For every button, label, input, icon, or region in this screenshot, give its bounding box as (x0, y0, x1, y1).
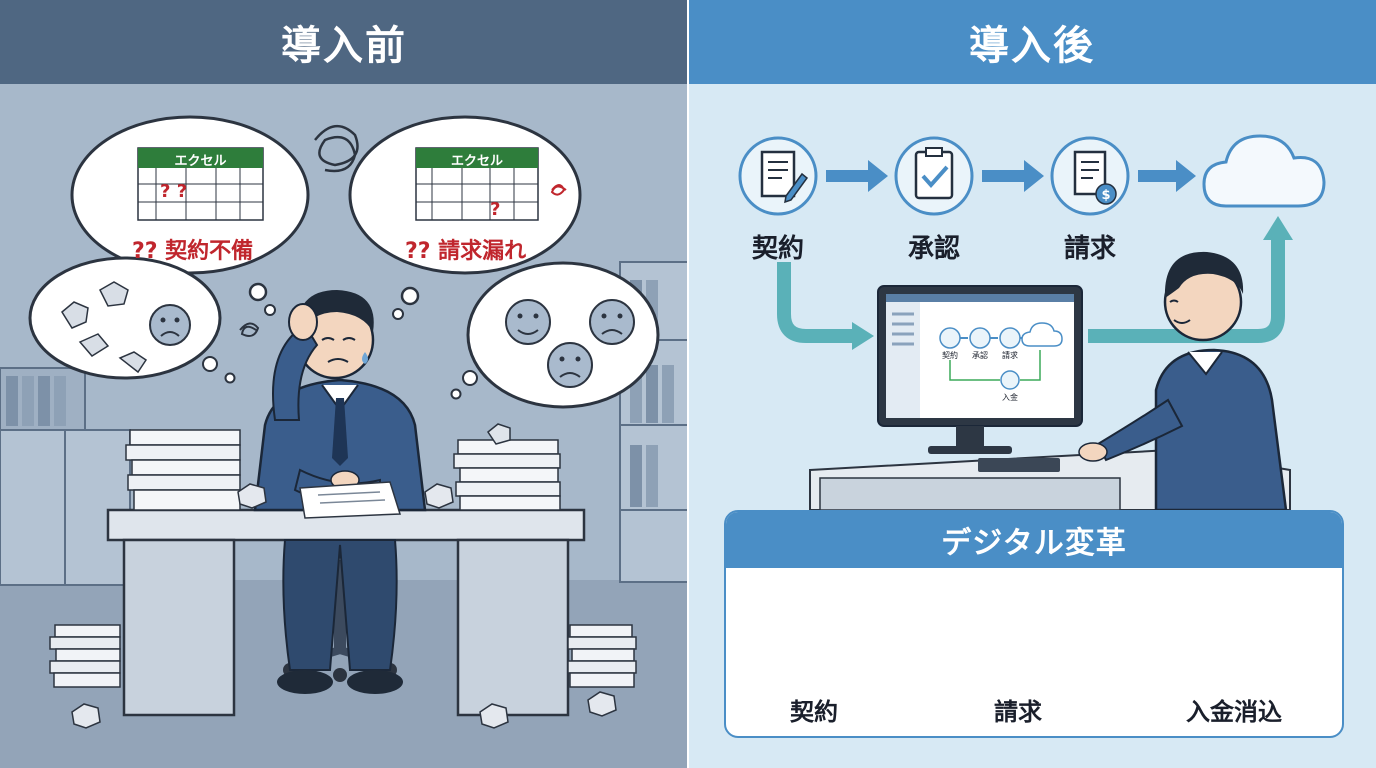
spreadsheet-header-label: エクセル (450, 154, 503, 169)
stressed-businessman (253, 290, 427, 694)
sad-face-icon (547, 342, 593, 388)
flow-arrow-down (777, 262, 856, 343)
before-scene (0, 84, 688, 768)
before-panel: 導入前 (0, 0, 688, 768)
flow-step-billing-label: 請求 (1063, 234, 1116, 264)
contract-pen-icon (738, 136, 818, 216)
flow-arrow-head (852, 322, 874, 350)
stress-scribble (314, 125, 359, 173)
thought-bubble-billing (348, 115, 582, 320)
spreadsheet-header-label: エクセル (174, 154, 227, 169)
sad-face-icon (589, 299, 635, 345)
floor-paper-stack-right (567, 624, 637, 688)
question-marks: ? ? (160, 181, 188, 202)
computer-monitor (877, 285, 1083, 472)
smile-face-icon (505, 299, 551, 345)
billing-omission-caption: ?? 請求漏れ (405, 239, 527, 264)
thought-bubble-contract (70, 115, 310, 316)
document-on-desk (299, 481, 402, 519)
crumpled-paper (71, 703, 101, 729)
left-cabinet (0, 367, 131, 586)
invoice-dollar-icon: $ (1050, 136, 1130, 216)
flow-step-approval-label: 承認 (907, 234, 960, 264)
thought-bubble-mess (28, 256, 236, 384)
digital-transformation-title: デジタル変革 (726, 512, 1342, 568)
question-mark: ? (490, 199, 501, 220)
panel-divider (687, 0, 689, 768)
flow-step-contract-label: 契約 (751, 234, 804, 264)
crumpled-paper (587, 691, 617, 717)
clipboard-check-icon (894, 136, 974, 216)
screen-step-label: 請求 (1002, 351, 1018, 360)
contract-issue-caption: ?? 契約不備 (132, 239, 254, 264)
crumpled-paper (479, 703, 509, 729)
stress-scribble-small (239, 322, 260, 337)
digital-transformation-panel: デジタル変革 (724, 510, 1344, 738)
crumpled-paper (424, 483, 454, 509)
screen-step-label: 承認 (972, 351, 988, 360)
dx-step-contract-label: 契約 (790, 698, 838, 726)
after-title: 導入後 (688, 0, 1376, 84)
after-panel: 導入後 (688, 0, 1376, 768)
flow-arrow-head (1263, 216, 1293, 240)
flow-arrow-up (1088, 236, 1285, 343)
cloud-icon (1202, 134, 1326, 208)
happy-businessman (1078, 251, 1288, 512)
flow-arrow (826, 160, 888, 192)
before-title: 導入前 (0, 0, 688, 84)
paper-stack-right (453, 423, 561, 511)
flow-arrow (1138, 160, 1196, 192)
dx-step-billing-label: 請求 (994, 698, 1042, 726)
dx-step-reconciliation-label: 入金消込 (1186, 698, 1282, 726)
floor-paper-stack-left (49, 624, 121, 688)
screen-step-label: 契約 (942, 351, 958, 360)
thought-bubble-faces (450, 261, 660, 409)
paper-stack-left (125, 429, 241, 511)
sad-face-icon (149, 304, 191, 346)
crumpled-paper (237, 483, 267, 509)
flow-arrow (982, 160, 1044, 192)
svg-text:$: $ (1101, 188, 1110, 203)
screen-substep-label: 入金 (1002, 393, 1018, 402)
